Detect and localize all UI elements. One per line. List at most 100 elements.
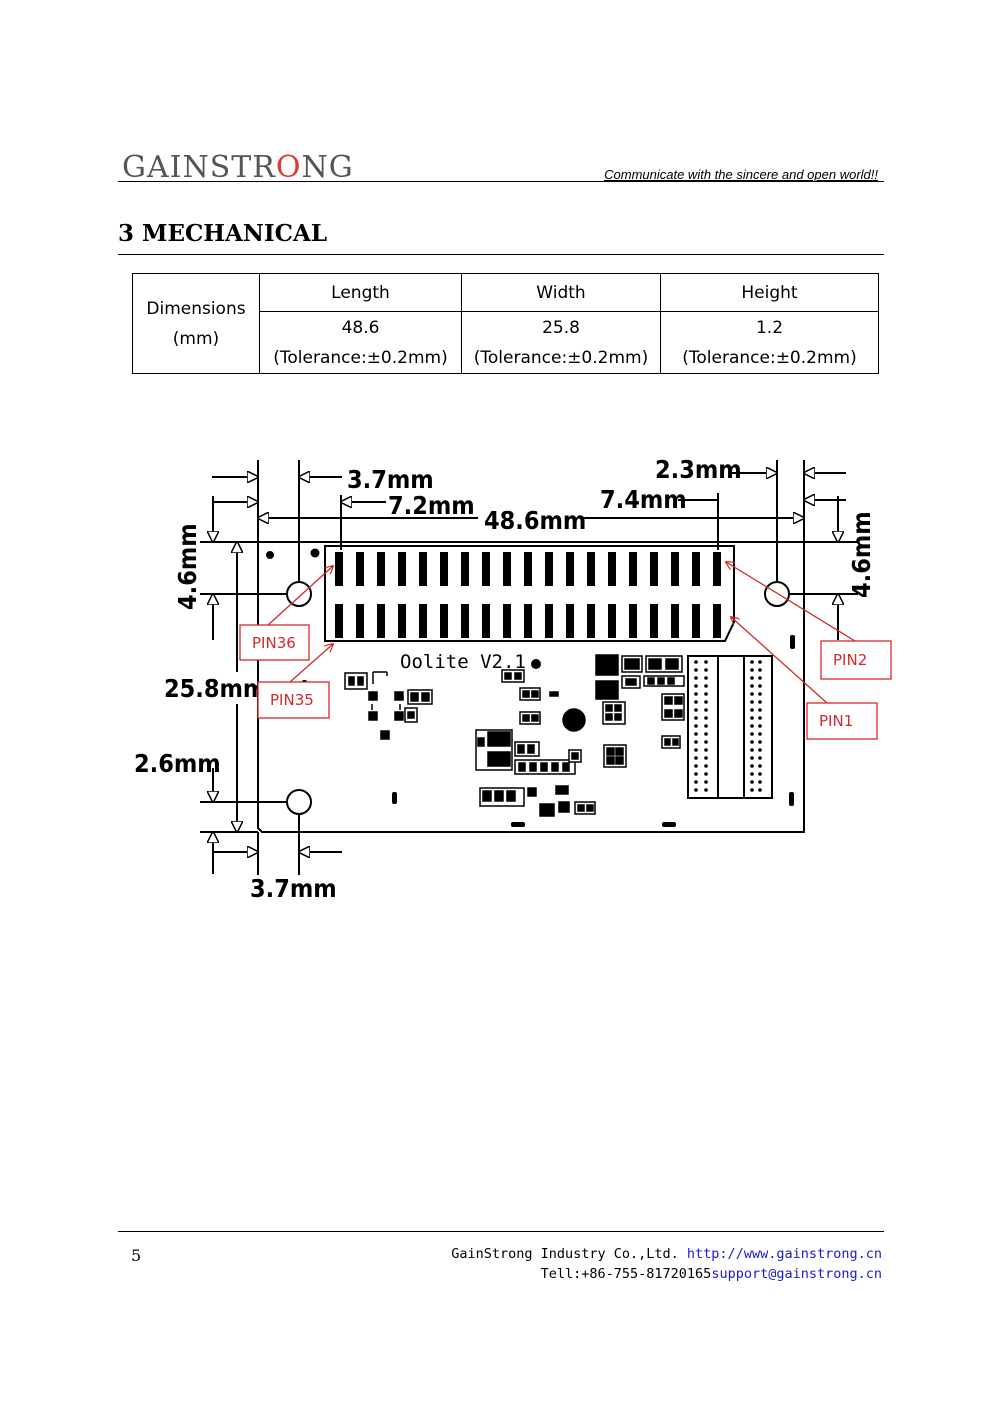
dim-label-7-4mm: 7.4mm — [600, 485, 687, 514]
dim-label-2-3mm: 2.3mm — [655, 455, 742, 484]
pin36-label: PIN36 — [252, 634, 296, 652]
bga-pad — [758, 708, 762, 712]
section-divider — [118, 254, 884, 255]
board-outline — [257, 541, 805, 833]
bga-pad — [750, 772, 754, 776]
smd-components — [344, 654, 685, 817]
pin2-label: PIN2 — [833, 651, 867, 669]
pin35-box — [257, 681, 330, 719]
footer-company-line: GainStrong Industry Co.,Ltd. http://www.… — [451, 1246, 882, 1262]
bga-pad — [750, 724, 754, 728]
bga-pad — [750, 668, 754, 672]
bga-pad-area — [687, 655, 773, 799]
footer-website-link[interactable]: http://www.gainstrong.cn — [686, 1246, 882, 1262]
bga-pad — [704, 740, 708, 744]
dim-label-48-6mm: 48.6mm — [484, 506, 586, 535]
row-label-line1: Dimensions — [146, 298, 246, 319]
height-header: Height — [660, 273, 879, 312]
width-tolerance: (Tolerance:±0.2mm) — [473, 347, 649, 368]
bga-pad — [750, 764, 754, 768]
company-logo: GAINSTRONG — [122, 150, 354, 185]
bga-pad — [704, 716, 708, 720]
logo-text-suffix: NG — [301, 150, 354, 185]
bga-pad — [758, 772, 762, 776]
board-label: Oolite V2.1 — [400, 651, 526, 673]
dim-label-7-2mm: 7.2mm — [388, 491, 475, 520]
bga-pad — [704, 764, 708, 768]
pin2-box — [820, 640, 892, 680]
footer-contact-line: Tell:+86-755-81720165support@gainstrong.… — [541, 1266, 882, 1282]
bga-pad — [694, 772, 698, 776]
dim-label-25-8mm: 25.8mm — [164, 674, 266, 703]
bga-pad — [694, 684, 698, 688]
bga-pad — [694, 764, 698, 768]
header-divider — [118, 181, 884, 182]
bga-pad — [750, 732, 754, 736]
bga-pad — [704, 788, 708, 792]
bga-pad — [750, 756, 754, 760]
bga-pad — [758, 676, 762, 680]
dim-label-4-6mm-right: 4.6mm — [847, 511, 876, 598]
bga-pad — [694, 756, 698, 760]
bga-pad — [750, 780, 754, 784]
bga-pad — [694, 724, 698, 728]
pin36-box — [239, 624, 310, 661]
bga-pad — [750, 740, 754, 744]
header-tagline: Communicate with the sincere and open wo… — [604, 167, 878, 182]
bga-pad — [758, 692, 762, 696]
bga-pad — [704, 724, 708, 728]
bga-pad — [704, 660, 708, 664]
bga-pad — [758, 660, 762, 664]
bga-pad — [758, 764, 762, 768]
length-tolerance: (Tolerance:±0.2mm) — [273, 347, 448, 368]
mounting-hole-bottom-left — [286, 789, 312, 815]
dim-label-4-6mm-left: 4.6mm — [173, 523, 202, 610]
height-value: 1.2 — [755, 317, 784, 338]
bga-pad — [758, 724, 762, 728]
edge-connector — [324, 545, 735, 642]
pin-callouts — [239, 562, 892, 740]
bga-pad — [758, 748, 762, 752]
bga-pad — [750, 788, 754, 792]
logo-text-o: O — [275, 150, 302, 185]
bga-pad — [694, 780, 698, 784]
height-tolerance: (Tolerance:±0.2mm) — [682, 347, 857, 368]
dim-label-3-7mm-bottom: 3.7mm — [250, 874, 337, 903]
bga-pad — [750, 676, 754, 680]
bga-pad — [694, 660, 698, 664]
bga-pad — [750, 708, 754, 712]
pin35-label: PIN35 — [270, 691, 314, 709]
bga-pad — [758, 740, 762, 744]
footer-divider — [118, 1231, 884, 1232]
bga-pad — [758, 756, 762, 760]
bga-pad — [758, 732, 762, 736]
bga-pad — [758, 684, 762, 688]
dim-label-3-7mm-top: 3.7mm — [347, 465, 434, 494]
bga-pad — [694, 700, 698, 704]
bga-pad — [704, 748, 708, 752]
bga-pad — [750, 684, 754, 688]
dimension-lines — [200, 460, 858, 875]
bga-pad — [758, 700, 762, 704]
bga-pad — [704, 780, 708, 784]
table-value-row: 48.6 (Tolerance:±0.2mm) 25.8 (Tolerance:… — [133, 311, 879, 374]
footer-email-link[interactable]: support@gainstrong.cn — [711, 1266, 882, 1282]
bga-pad — [704, 676, 708, 680]
width-cell: 25.8 (Tolerance:±0.2mm) — [461, 311, 661, 374]
bga-pad — [758, 716, 762, 720]
bga-pad — [704, 692, 708, 696]
height-cell: 1.2 (Tolerance:±0.2mm) — [660, 311, 879, 374]
length-cell: 48.6 (Tolerance:±0.2mm) — [259, 311, 462, 374]
dim-label-2-6mm: 2.6mm — [134, 749, 221, 778]
bga-pad — [694, 748, 698, 752]
bga-pad — [750, 692, 754, 696]
bga-pad — [704, 700, 708, 704]
page-number: 5 — [131, 1246, 142, 1265]
bga-pad — [694, 692, 698, 696]
dimensions-table: Dimensions (mm) Length Width Height 48.6… — [132, 273, 879, 374]
bga-pad — [750, 700, 754, 704]
footer-company: GainStrong Industry Co.,Ltd. — [451, 1246, 687, 1262]
logo-text-prefix: GAINSTR — [122, 150, 276, 185]
mounting-hole-top-left — [286, 581, 312, 607]
